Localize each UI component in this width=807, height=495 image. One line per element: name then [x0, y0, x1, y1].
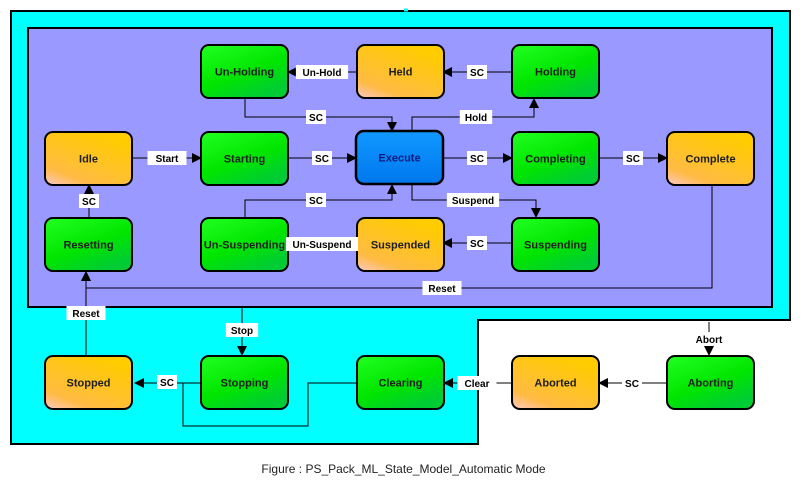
transition-label-suspended-to-un-suspending: Un-Suspend [286, 237, 358, 251]
state-label-aborting: Aborting [688, 378, 734, 390]
transition-text-idle-to-starting: Start [156, 154, 179, 165]
state-stopped: Stopped [44, 355, 133, 410]
state-clearing: Clearing [356, 355, 445, 410]
state-label-holding: Holding [535, 67, 576, 79]
transition-label-starting-to-execute: SC [312, 151, 332, 165]
figure-caption: Figure : PS_Pack_ML_State_Model_Automati… [261, 462, 546, 476]
state-label-completing: Completing [525, 154, 586, 166]
state-stopping: Stopping [200, 355, 289, 410]
state-un-holding: Un-Holding [200, 44, 289, 99]
state-label-starting: Starting [224, 154, 266, 166]
state-suspending: Suspending [511, 217, 600, 272]
state-label-aborted: Aborted [534, 378, 576, 390]
transition-label-stopping-to-stopped: SC [157, 375, 177, 389]
transition-label-completing-to-complete: SC [623, 151, 643, 165]
transition-text-suspended-to-un-suspending: Un-Suspend [293, 240, 352, 251]
state-un-suspending: Un-Suspending [200, 217, 289, 272]
transition-label-resetting-to-idle: SC [79, 194, 99, 208]
transition-text-stopping-to-stopped: SC [160, 378, 174, 389]
state-label-stopping: Stopping [221, 378, 269, 390]
state-completing: Completing [511, 131, 600, 186]
state-label-stopped: Stopped [67, 378, 111, 390]
state-label-complete: Complete [685, 154, 735, 166]
state-label-idle: Idle [79, 154, 98, 166]
transition-label-inner-to-stopping: Stop [225, 323, 259, 337]
transition-text-execute-to-completing: SC [470, 154, 484, 165]
state-execute: Execute [354, 129, 445, 186]
transition-text-inner-to-stopping: Stop [231, 326, 253, 337]
transition-label-stopped-to-resetting: Reset [66, 306, 106, 320]
transition-label-idle-to-starting: Start [147, 151, 187, 165]
transition-text-execute-to-suspending: Suspend [452, 196, 494, 207]
transition-label-aborting-to-aborted: SC [622, 376, 642, 390]
transition-text-suspending-to-suspended: SC [470, 239, 484, 250]
transition-text-completing-to-complete: SC [626, 154, 640, 165]
state-aborted: Aborted [511, 355, 600, 410]
transition-text-aborted-to-clearing: Clear [464, 379, 489, 390]
state-label-un-holding: Un-Holding [215, 67, 274, 79]
transition-text-outer-to-aborting: Abort [696, 335, 723, 346]
edge-clearing-to-stopped [182, 382, 357, 427]
state-label-un-suspending: Un-Suspending [204, 240, 285, 252]
state-suspended: Suspended [356, 217, 445, 272]
state-resetting: Resetting [44, 217, 133, 272]
state-label-suspending: Suspending [524, 240, 587, 252]
state-label-held: Held [389, 67, 413, 79]
state-label-suspended: Suspended [371, 240, 430, 252]
state-label-clearing: Clearing [378, 378, 422, 390]
transition-label-execute-to-suspending: Suspend [446, 193, 500, 207]
transition-label-holding-to-held: SC [467, 65, 487, 79]
transition-label-execute-to-completing: SC [467, 151, 487, 165]
transition-label-complete-to-resetting: Reset [422, 281, 462, 295]
state-aborting: Aborting [666, 355, 755, 410]
state-idle: Idle [44, 131, 133, 186]
state-label-resetting: Resetting [63, 240, 113, 252]
state-holding: Holding [511, 44, 600, 99]
transition-text-complete-to-resetting: Reset [428, 284, 456, 295]
transition-text-execute-to-holding: Hold [465, 113, 487, 124]
transition-text-holding-to-held: SC [470, 68, 484, 79]
state-held: Held [356, 44, 445, 99]
transition-text-un-holding-to-execute: SC [309, 113, 323, 124]
transition-label-execute-to-holding: Hold [459, 110, 493, 124]
transition-label-un-holding-to-execute: SC [306, 110, 326, 124]
transition-label-un-suspending-to-execute: SC [306, 193, 326, 207]
state-complete: Complete [666, 131, 755, 186]
transition-text-stopped-to-resetting: Reset [72, 309, 100, 320]
transition-label-aborted-to-clearing: Clear [457, 376, 497, 390]
transition-text-aborting-to-aborted: SC [625, 379, 639, 390]
transition-text-starting-to-execute: SC [315, 154, 329, 165]
transition-text-held-to-un-holding: Un-Hold [303, 68, 342, 79]
state-starting: Starting [200, 131, 289, 186]
transition-text-resetting-to-idle: SC [82, 197, 96, 208]
transition-label-outer-to-aborting: Abort [689, 332, 729, 346]
transition-text-un-suspending-to-execute: SC [309, 196, 323, 207]
transition-label-suspending-to-suspended: SC [467, 236, 487, 250]
state-label-execute: Execute [378, 153, 420, 165]
transition-label-held-to-un-holding: Un-Hold [295, 65, 349, 79]
